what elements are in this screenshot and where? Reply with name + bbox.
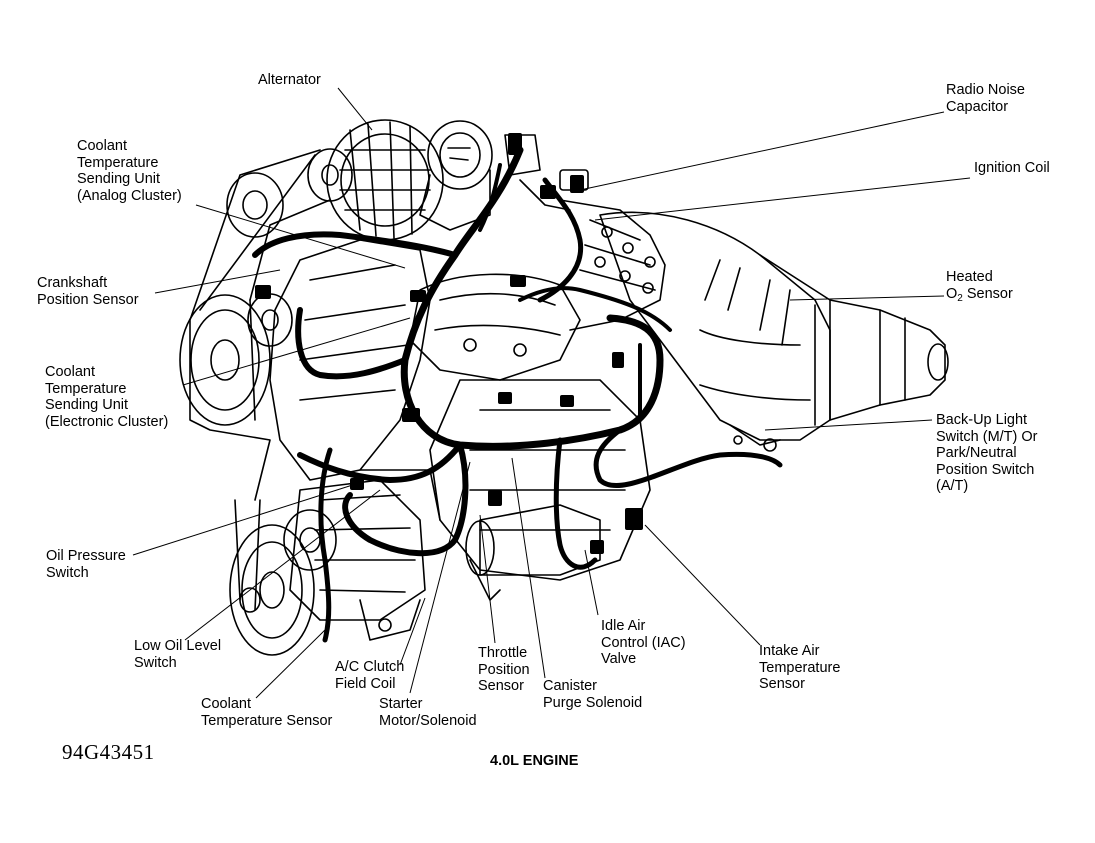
label-throttle-position-sensor: Throttle Position Sensor [478, 645, 530, 694]
transmission-housing [599, 211, 949, 452]
label-ignition-coil: Ignition Coil [974, 160, 1050, 176]
label-starter-motor-solenoid: Starter Motor/Solenoid [379, 696, 477, 729]
label-backup-light-switch: Back-Up Light Switch (M/T) Or Park/Neutr… [936, 412, 1038, 494]
label-alternator: Alternator [258, 72, 321, 88]
idler-pulley-upper [226, 172, 284, 238]
label-crankshaft-position-sensor: Crankshaft Position Sensor [37, 275, 139, 308]
drive-belt [189, 149, 331, 611]
label-coolant-temperature-sending-unit-electronic: Coolant Temperature Sending Unit (Electr… [45, 364, 169, 430]
label-intake-air-temperature-sensor: Intake Air Temperature Sensor [759, 643, 841, 692]
label-low-oil-level-switch: Low Oil Level Switch [134, 638, 222, 671]
wiring-harness [252, 146, 783, 643]
lower-pulleys [229, 509, 337, 656]
figure-title: 4.0L ENGINE [490, 753, 579, 769]
label-coolant-temperature-sensor: Coolant Temperature Sensor [201, 696, 333, 729]
label-canister-purge-solenoid: Canister Purge Solenoid [543, 678, 643, 711]
alternator [307, 119, 444, 241]
crankshaft-pulley [179, 293, 293, 426]
label-heated-o2-sensor: Heated O2 Sensor [946, 269, 1013, 304]
label-ac-clutch-field-coil: A/C Clutch Field Coil [335, 659, 405, 692]
starter-motor [465, 504, 601, 601]
label-oil-pressure-switch: Oil Pressure Switch [46, 548, 126, 581]
ac-compressor [289, 479, 426, 641]
figure-id: 94G43451 [62, 740, 155, 764]
label-radio-noise-capacitor: Radio Noise Capacitor [946, 82, 1025, 115]
label-coolant-temperature-sending-unit-analog: Coolant Temperature Sending Unit (Analog… [77, 138, 182, 204]
connectors [255, 133, 643, 554]
leader-lines [132, 87, 971, 699]
label-idle-air-control-valve: Idle Air Control (IAC) Valve [601, 618, 686, 667]
